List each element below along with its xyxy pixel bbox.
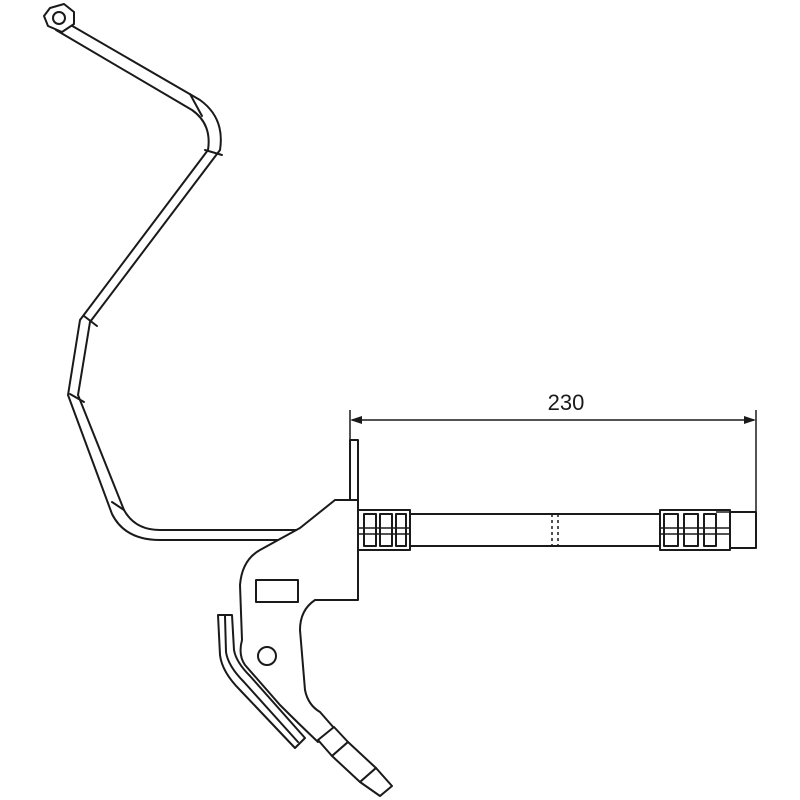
bracket-arm: [217, 614, 306, 749]
bracket-slot: [255, 579, 299, 603]
rigid-brake-pipe: [55, 19, 319, 541]
dimension-arrow-right: [744, 416, 756, 424]
flexible-hose: [357, 509, 757, 551]
outlet-fitting: [317, 726, 393, 797]
length-dimension: 230: [349, 390, 757, 512]
mounting-bracket: [239, 439, 359, 743]
dimension-arrow-left: [350, 416, 362, 424]
pipe-end-nut: [43, 3, 75, 33]
dimension-label: 230: [548, 390, 585, 415]
bracket-hole: [257, 646, 277, 666]
